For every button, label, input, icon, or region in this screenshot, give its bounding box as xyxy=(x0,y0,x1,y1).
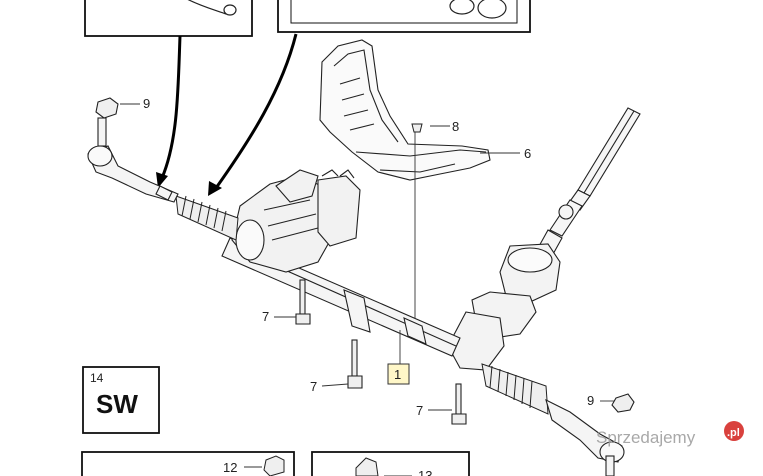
tie-rod-left xyxy=(87,117,179,203)
bolt-7-left xyxy=(295,279,311,325)
detail-box-bottom-right: 13 xyxy=(311,451,470,476)
callout-12: 12 xyxy=(223,460,237,475)
watermark-text: Sprzedajemy xyxy=(596,428,696,447)
sw-box: 14 SW xyxy=(82,366,160,434)
callout-8: 8 xyxy=(452,119,459,134)
pinion-housing xyxy=(447,243,561,371)
bolt-7-right xyxy=(451,383,467,425)
boot-left xyxy=(175,195,239,241)
sw-box-number: 14 xyxy=(90,371,104,385)
nut-left xyxy=(95,97,119,119)
eps-motor xyxy=(231,169,361,273)
callout-7-mid: 7 xyxy=(310,379,317,394)
steering-shaft xyxy=(537,107,641,257)
detail-box-top-left xyxy=(84,0,253,37)
callout-6: 6 xyxy=(524,146,531,161)
boot-right xyxy=(481,363,549,415)
watermark-domain-mark: .pl xyxy=(727,427,740,439)
callout-9-right: 9 xyxy=(587,393,594,408)
detail-box-bottom-left: 12 xyxy=(81,451,295,476)
callout-9-left: 9 xyxy=(143,96,150,111)
nut-right xyxy=(611,393,635,413)
callout-7-left: 7 xyxy=(262,309,269,324)
callout-1: 1 xyxy=(394,367,401,382)
callout-7-right: 7 xyxy=(416,403,423,418)
pointer-arrows xyxy=(156,33,298,196)
bolt-8 xyxy=(411,123,423,133)
heat-shield xyxy=(319,39,491,181)
bolt-7-mid xyxy=(347,339,363,389)
sprzedajemy-watermark: Sprzedajemy .pl xyxy=(596,421,744,447)
sw-box-label: SW xyxy=(96,389,138,419)
detail-box-top-right xyxy=(277,0,531,33)
callout-1-box: 1 xyxy=(387,363,410,385)
callout-13: 13 xyxy=(418,468,432,476)
tie-rod-right xyxy=(545,398,625,476)
leader-lines xyxy=(120,103,614,411)
